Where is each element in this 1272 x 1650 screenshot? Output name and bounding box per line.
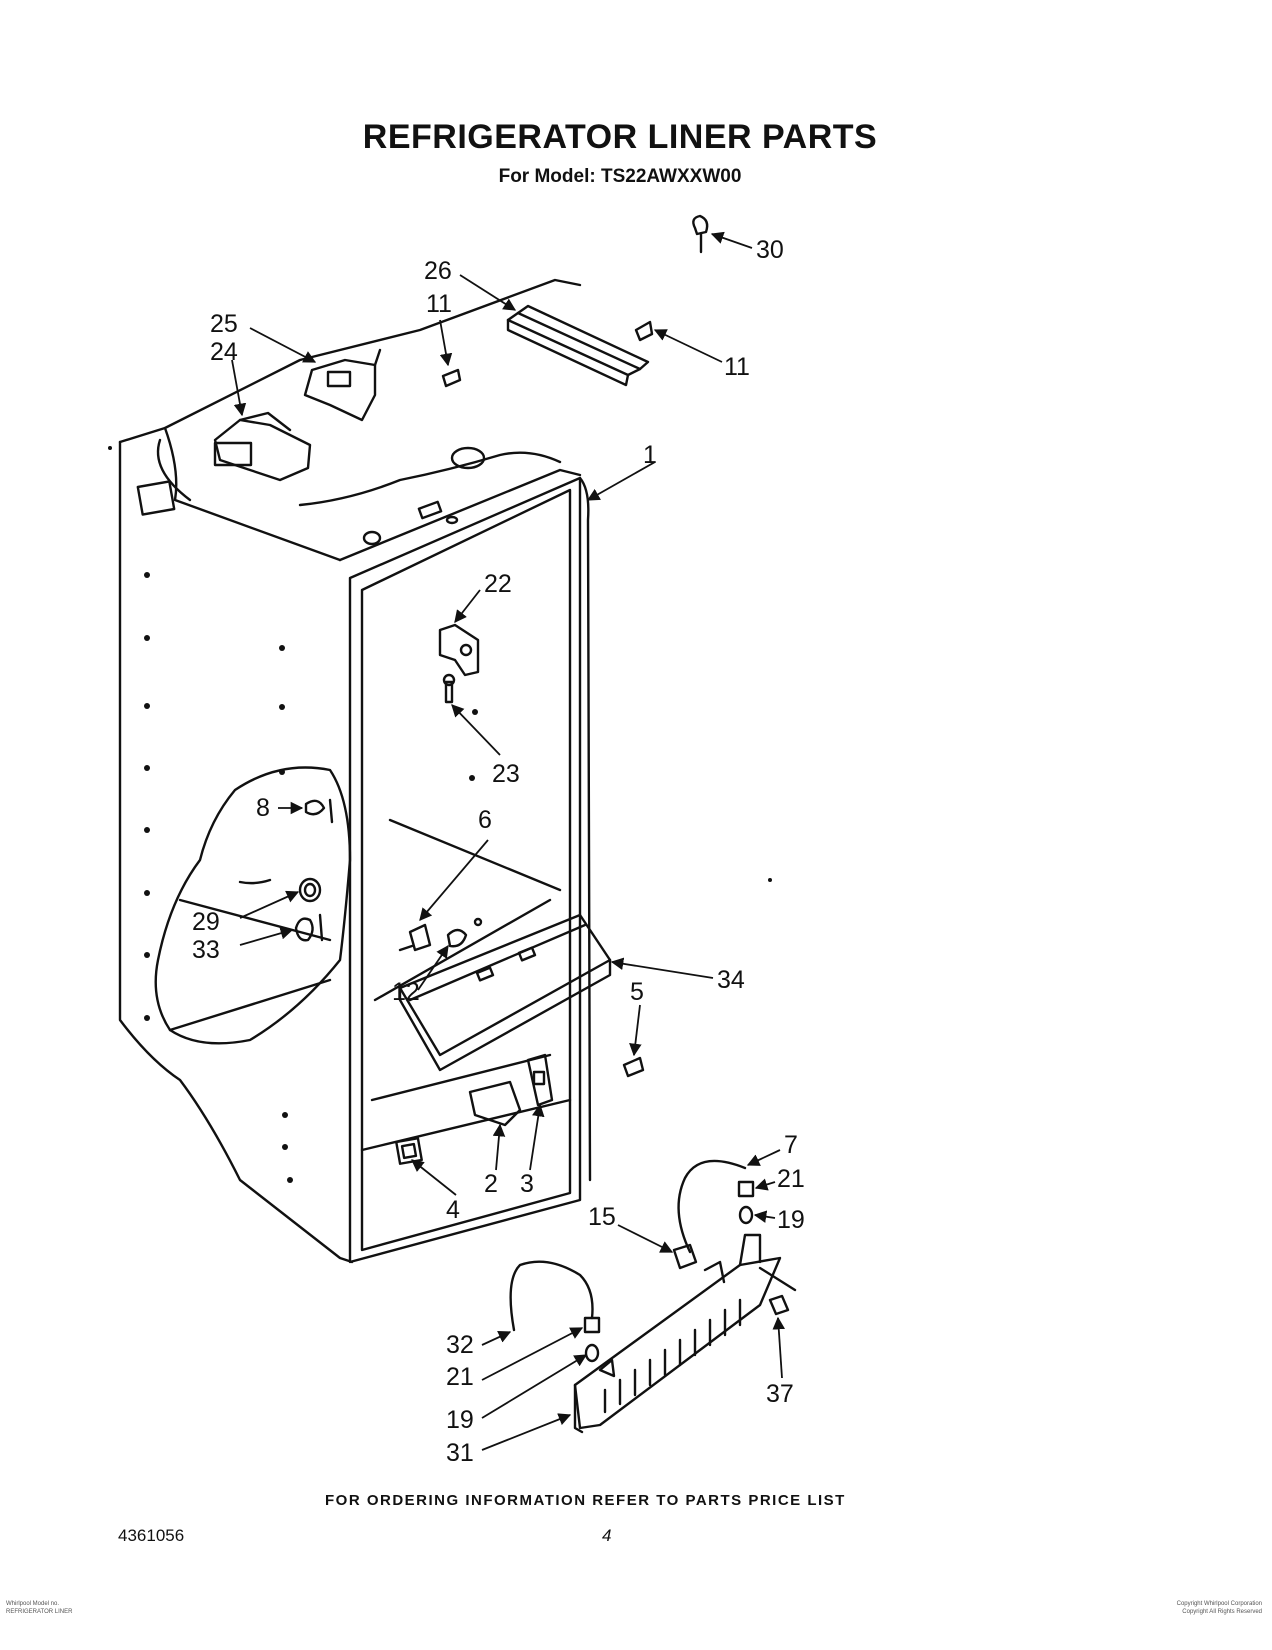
leader-1 xyxy=(586,461,656,501)
part-19-ferrule-lower xyxy=(584,1343,600,1363)
page-title: REFRIGERATOR LINER PARTS xyxy=(362,118,878,156)
leader-31 xyxy=(481,1413,572,1451)
callout-1: 1 xyxy=(643,441,657,469)
callout-32: 32 xyxy=(446,1331,474,1359)
callout-22: 22 xyxy=(484,570,512,598)
callout-34: 34 xyxy=(717,966,745,994)
leader-11b xyxy=(653,329,723,363)
part-15-valve xyxy=(672,1243,698,1270)
page-number: 4 xyxy=(602,1526,612,1545)
part-26-channel xyxy=(506,304,650,387)
liner-body xyxy=(118,278,592,1264)
document-number: 4361056 xyxy=(118,1526,185,1545)
callout-21b: 21 xyxy=(446,1363,474,1391)
callout-15: 15 xyxy=(588,1203,616,1231)
callout-2: 2 xyxy=(484,1170,498,1198)
leader-19a xyxy=(753,1210,776,1223)
leader-12 xyxy=(417,944,449,991)
leader-4 xyxy=(411,1159,457,1196)
part-12-clip xyxy=(446,917,483,948)
callout-21a: 21 xyxy=(777,1165,805,1193)
leader-29 xyxy=(239,890,300,919)
callout-33: 33 xyxy=(192,936,220,964)
leader-26 xyxy=(459,274,517,311)
callout-29: 29 xyxy=(192,908,220,936)
part-23-screw xyxy=(442,673,456,704)
part-30-fastener xyxy=(692,214,709,254)
leader-32 xyxy=(481,1331,512,1346)
callout-26: 26 xyxy=(424,257,452,285)
leader-11a xyxy=(439,319,453,367)
leader-34 xyxy=(610,957,714,979)
callout-24: 24 xyxy=(210,338,238,366)
leader-2 xyxy=(492,1123,506,1171)
part-11-screw-b xyxy=(634,320,654,342)
callout-11b: 11 xyxy=(724,353,750,381)
callout-30: 30 xyxy=(756,236,784,264)
model-subtitle: For Model: TS22AWXXW00 xyxy=(498,166,742,187)
leader-5 xyxy=(629,1004,642,1057)
leader-19b xyxy=(481,1354,588,1419)
part-2-bracket xyxy=(468,1080,522,1127)
part-29-socket xyxy=(298,877,322,903)
part-8-clip xyxy=(304,798,334,824)
leader-33 xyxy=(239,927,294,946)
leader-21a xyxy=(754,1178,776,1191)
part-19-ferrule-upper xyxy=(738,1205,754,1225)
part-24-control-housing xyxy=(213,411,312,482)
callout-5: 5 xyxy=(630,978,644,1006)
callout-12: 12 xyxy=(392,978,420,1006)
callout-8: 8 xyxy=(256,794,270,822)
leader-25 xyxy=(249,327,317,363)
fine-print-right-line: Copyright Whirlpool Corporation xyxy=(1176,1601,1262,1607)
part-21-nut-upper xyxy=(737,1180,755,1198)
leader-37 xyxy=(772,1316,786,1379)
part-5-screw xyxy=(622,1056,645,1078)
part-11-screw-a xyxy=(441,368,462,388)
callout-25: 25 xyxy=(210,310,238,338)
leader-3 xyxy=(529,1103,545,1171)
side-panel-holes xyxy=(108,446,772,1183)
callout-19b: 19 xyxy=(446,1406,474,1434)
leader-6 xyxy=(419,839,489,921)
callout-6: 6 xyxy=(478,806,492,834)
part-4-switch xyxy=(395,1137,423,1165)
callout-7: 7 xyxy=(784,1131,798,1159)
ordering-note: FOR ORDERING INFORMATION REFER TO PARTS … xyxy=(325,1492,846,1509)
callout-23: 23 xyxy=(492,760,520,788)
part-3-bracket xyxy=(526,1053,554,1107)
part-37-fitting xyxy=(768,1294,790,1316)
leader-7 xyxy=(746,1149,781,1166)
callout-31: 31 xyxy=(446,1439,474,1467)
part-33-bulb xyxy=(238,878,324,942)
callout-19a: 19 xyxy=(777,1206,805,1234)
leader-23 xyxy=(451,704,501,756)
callout-4: 4 xyxy=(446,1196,460,1224)
callout-11a: 11 xyxy=(426,290,452,318)
leader-22 xyxy=(454,589,481,623)
leader-21b xyxy=(481,1327,584,1381)
fine-print-right-line: Copyright All Rights Reserved xyxy=(1182,1609,1262,1615)
part-6-clip xyxy=(398,923,432,952)
fine-print-left: Whirlpool Model no. REFRIGERATOR LINER xyxy=(6,1600,72,1616)
callout-37: 37 xyxy=(766,1380,794,1408)
fine-print-left-line: REFRIGERATOR LINER xyxy=(6,1609,73,1615)
leader-24 xyxy=(231,359,247,417)
part-21-nut-lower xyxy=(583,1316,601,1334)
part-25-bracket xyxy=(303,348,382,422)
part-31-reservoir xyxy=(573,1233,797,1434)
leader-15 xyxy=(617,1224,674,1253)
part-22-bracket xyxy=(438,623,480,677)
part-32-tube xyxy=(509,1260,594,1332)
callout-3: 3 xyxy=(520,1170,534,1198)
leader-30 xyxy=(710,231,753,249)
part-7-tube xyxy=(677,1159,747,1254)
fine-print-right: Copyright Whirlpool Corporation Copyrigh… xyxy=(1177,1600,1262,1616)
fine-print-left-line: Whirlpool Model no. xyxy=(6,1601,60,1607)
part-34-cover xyxy=(398,913,612,1072)
